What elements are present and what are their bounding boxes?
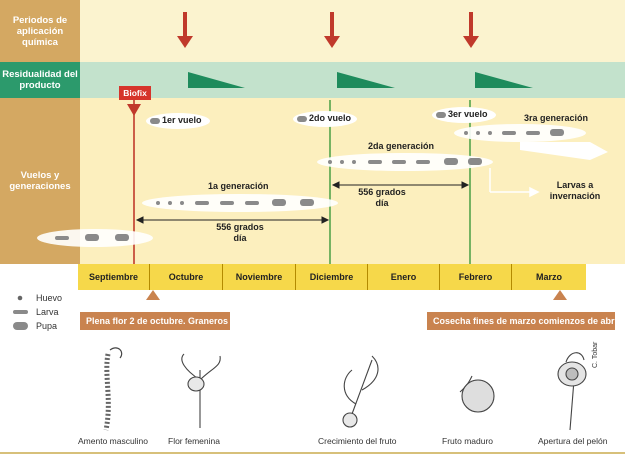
flight-label-2: 2do vuelo <box>309 113 352 123</box>
month-march: Marzo <box>535 272 562 282</box>
note-arrow <box>146 290 160 300</box>
degree-day-arrow <box>135 216 330 224</box>
flight-oval <box>293 111 357 127</box>
flight-oval <box>146 113 210 129</box>
generation-label-1: 1a generación <box>208 181 269 191</box>
residuality-wedge <box>337 72 395 88</box>
month-november: Noviembre <box>223 264 296 290</box>
legend-egg: Huevo <box>36 293 63 303</box>
pupa-icon <box>13 322 28 330</box>
degree-days-label-2: 556 grados día <box>358 187 406 208</box>
caption-female-flower: Flor femenina <box>168 436 220 446</box>
caption-hull-split: Apertura del pelón <box>538 436 608 446</box>
legend-icons <box>13 295 28 330</box>
application-arrow <box>324 12 340 48</box>
larva-icon <box>13 310 28 314</box>
egg-icon <box>17 295 23 301</box>
residuality-wedge <box>475 72 533 88</box>
female-flower-illustration <box>181 353 221 428</box>
generation-oval-1 <box>142 194 338 212</box>
caption-ripe-fruit: Fruto maduro <box>442 436 494 446</box>
month-february: Febrero <box>440 264 512 290</box>
flight-label-3: 3er vuelo <box>448 109 488 119</box>
ripe-fruit-illustration <box>459 375 495 413</box>
application-arrow <box>463 12 479 48</box>
biofix-arrow <box>127 104 141 116</box>
flight-label-1: 1er vuelo <box>162 115 202 125</box>
diagram-graphics <box>55 12 608 300</box>
plant-illustrations <box>103 347 587 431</box>
illustration-credit: C. Tobar <box>592 341 599 368</box>
wintering-wedge <box>520 142 608 160</box>
hull-split-illustration <box>557 352 587 431</box>
caption-male-catkin: Amento masculino <box>78 436 148 446</box>
month-september: Septiembre <box>78 264 150 290</box>
biofix-label: Biofix <box>119 86 151 100</box>
larvae-wintering-label: Larvas a invernación <box>549 180 601 201</box>
bottom-rule <box>0 452 625 454</box>
flight-oval <box>432 107 496 123</box>
catkin-illustration <box>103 347 123 431</box>
legend: Huevo Larva Pupa <box>10 292 80 342</box>
legend-pupa: Pupa <box>36 321 58 331</box>
fruit-growth-illustration <box>342 355 379 428</box>
generation-label-3: 3ra generación <box>524 113 589 123</box>
month-bar <box>78 264 586 290</box>
application-band <box>80 0 625 62</box>
month-january: Enero <box>368 264 440 290</box>
caption-fruit-growth: Crecimiento del fruto <box>318 436 397 446</box>
generation-label-2: 2da generación <box>368 141 435 151</box>
lifecycle-icons <box>55 112 564 241</box>
month-october: Octubre <box>150 264 223 290</box>
degree-days-label-1: 556 grados día <box>216 222 264 243</box>
note-harvest: Cosecha fines de marzo comienzos de abri… <box>427 312 620 330</box>
degree-day-arrow <box>331 181 470 189</box>
note-flowering: Plena flor 2 de octubre. Graneros <box>80 312 230 330</box>
side-label-residuality: Residualidad del producto <box>0 62 80 98</box>
wintering-arrow <box>489 168 540 198</box>
application-arrow <box>177 12 193 48</box>
generation-oval-3 <box>454 124 586 142</box>
residuality-wedge <box>188 72 245 88</box>
side-label-applications: Periodos de aplicación química <box>0 0 80 62</box>
month-december: Diciembre <box>296 264 368 290</box>
note-arrow <box>553 290 567 300</box>
legend-larva: Larva <box>36 307 59 317</box>
